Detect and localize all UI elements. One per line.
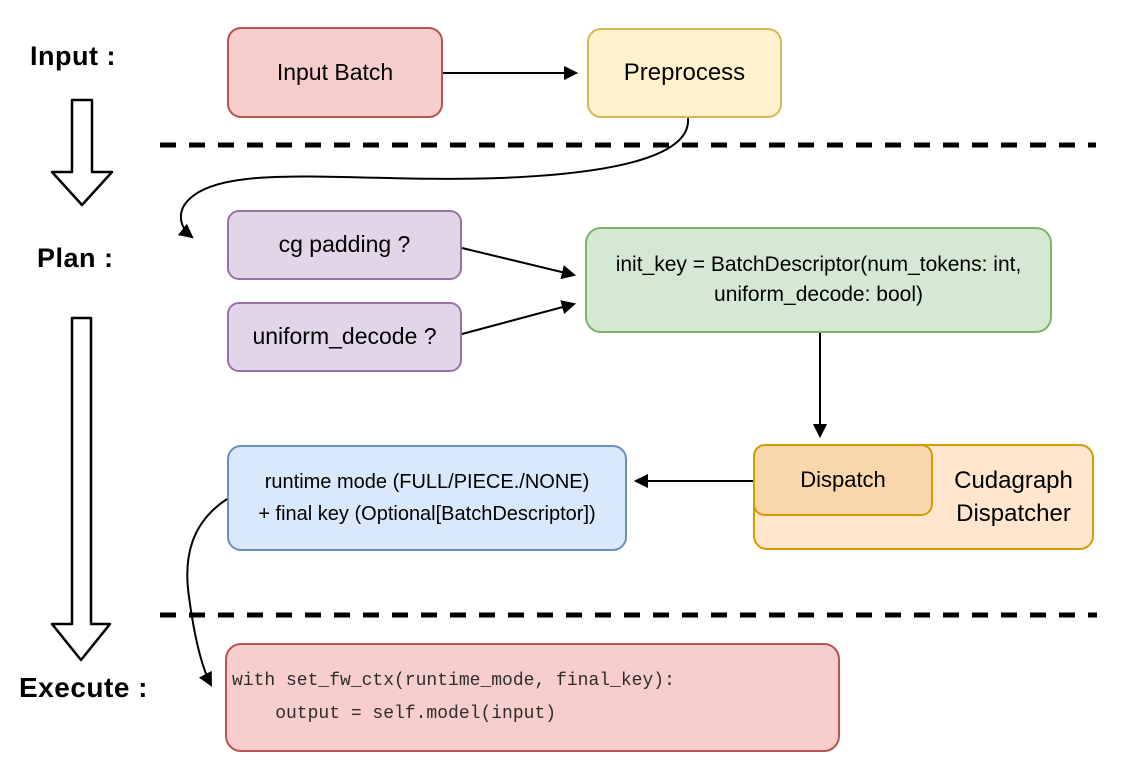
node-runtime-mode-line2: + final key (Optional[BatchDescriptor]) — [258, 503, 596, 525]
node-uniform-decode-label: uniform_decode ? — [252, 323, 437, 350]
arrow-uniformdecode-to-initkey — [461, 300, 577, 335]
node-uniform-decode: uniform_decode ? — [227, 302, 462, 372]
hollow-arrow-input-to-plan-icon — [50, 98, 114, 207]
node-init-key-line2: uniform_decode: bool) — [714, 283, 923, 306]
node-input-batch-label: Input Batch — [276, 58, 394, 85]
arrow-runtimemode-to-executecode — [186, 498, 228, 687]
node-dispatch-label: Dispatch — [800, 467, 886, 493]
node-preprocess: Preprocess — [587, 28, 782, 118]
node-runtime-mode: runtime mode (FULL/PIECE./NONE) + final … — [227, 445, 627, 551]
stage-label-input: Input : — [30, 41, 116, 71]
node-execute-code-line2: output = self.model(input) — [232, 703, 557, 724]
node-init-key-line1: init_key = BatchDescriptor(num_tokens: i… — [615, 253, 1022, 276]
arrow-cgpadding-to-initkey — [461, 247, 577, 280]
node-cudagraph-line1: Cudagraph — [954, 467, 1073, 494]
node-cudagraph-dispatcher-label: Cudagraph Dispatcher — [935, 446, 1092, 548]
node-cg-padding: cg padding ? — [227, 210, 462, 280]
node-dispatch: Dispatch — [753, 444, 933, 516]
node-input-batch: Input Batch — [227, 27, 443, 118]
node-runtime-mode-line1: runtime mode (FULL/PIECE./NONE) — [264, 471, 590, 493]
node-cudagraph-line2: Dispatcher — [956, 500, 1071, 527]
node-preprocess-label: Preprocess — [623, 58, 746, 86]
stage-label-execute: Execute : — [19, 672, 148, 703]
node-execute-code-line1: with set_fw_ctx(runtime_mode, final_key)… — [232, 670, 675, 691]
node-execute-code: with set_fw_ctx(runtime_mode, final_key)… — [225, 643, 840, 752]
node-init-key: init_key = BatchDescriptor(num_tokens: i… — [585, 227, 1052, 333]
stage-label-plan: Plan : — [37, 243, 114, 273]
hollow-arrow-plan-to-execute-icon — [50, 316, 112, 662]
node-cg-padding-label: cg padding ? — [278, 231, 411, 258]
